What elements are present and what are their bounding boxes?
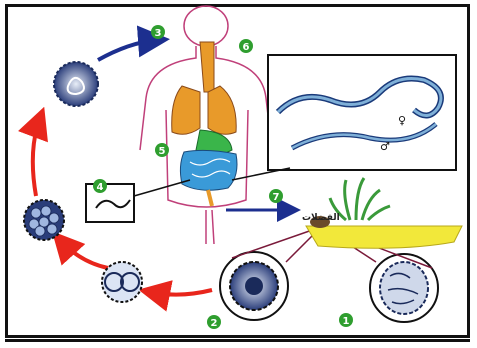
morula-egg [24, 200, 64, 240]
svg-text:2: 2 [211, 318, 218, 329]
svg-text:5: 5 [159, 146, 166, 157]
stage-badge-1: 1 [339, 313, 353, 327]
cycle-arrow-embryo-to-morula [60, 240, 108, 268]
stage-badge-4: 4 [93, 179, 107, 193]
larva-inset [86, 184, 134, 222]
cycle-arrow-to-mouth [98, 40, 158, 60]
svg-text:6: 6 [243, 42, 250, 53]
svg-text:3: 3 [155, 28, 162, 39]
lungs [172, 86, 236, 134]
larva-pointer-line [134, 180, 190, 196]
cycle-arrow-egg-to-embryo [150, 290, 212, 295]
stage-badge-7: 7 [269, 189, 283, 203]
svg-text:4: 4 [97, 182, 104, 193]
pharynx [200, 42, 214, 92]
two-cell-egg [102, 262, 142, 302]
svg-text:1: 1 [343, 316, 350, 327]
intestine [180, 150, 237, 206]
female-symbol: ♀ [398, 114, 406, 127]
male-symbol: ♂ [380, 140, 390, 153]
adult-worms-inset: ♀ ♂ [268, 55, 456, 170]
stage-badge-5: 5 [155, 143, 169, 157]
larvated-egg [54, 62, 98, 106]
stage-badge-3: 3 [151, 25, 165, 39]
cycle-arrow-morula-to-larva-egg [33, 118, 40, 196]
fertilized-egg-magnified [220, 252, 288, 320]
stage-badge-2: 2 [207, 315, 221, 329]
feces-label: الفضلات [302, 213, 340, 223]
stage-badge-6: 6 [239, 39, 253, 53]
unfertilized-egg-magnified [370, 254, 438, 322]
inset-pointer-line [232, 168, 290, 180]
svg-text:7: 7 [273, 192, 280, 203]
